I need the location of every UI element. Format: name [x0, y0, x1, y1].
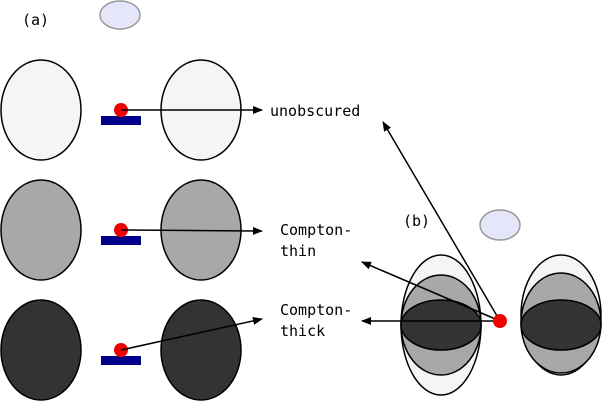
row-compton-thick: Compton- thick: [0, 299, 352, 401]
torus-left-compton-thin: [0, 179, 82, 281]
torus-left-compton-thick: [0, 299, 82, 401]
label-compton-thick-line1: Compton-: [280, 301, 352, 319]
layered-torus-left: [400, 254, 482, 396]
row-compton-thin: Compton- thin: [0, 179, 352, 281]
ray-arrow-compton-thin: [120, 226, 263, 235]
torus-layer-inner-right: [520, 299, 602, 351]
row-unobscured: unobscured: [0, 59, 360, 161]
label-compton-thin-line2: thin: [280, 242, 316, 260]
torus-right-compton-thick: [160, 299, 242, 401]
accretion-disk: [101, 236, 141, 245]
layered-torus-right: [520, 254, 602, 376]
label-unobscured: unobscured: [270, 102, 360, 120]
accretion-disk: [101, 356, 141, 365]
accretion-disk: [101, 116, 141, 125]
panel-a-label: (a): [22, 11, 49, 29]
label-compton-thin-line1: Compton-: [280, 221, 352, 239]
panel-b-label: (b): [403, 212, 430, 230]
label-compton-thick-line2: thick: [280, 322, 325, 340]
central-source-b: [493, 314, 507, 328]
panel-b-cloud: [479, 209, 521, 241]
ray-arrow-compton-thick: [120, 317, 263, 351]
torus-layer-inner-left: [400, 299, 482, 351]
ray-arrow-b-compton-thin: [361, 261, 501, 322]
torus-left-unobscured: [0, 59, 82, 161]
panel-a-cloud: [99, 0, 141, 30]
ray-arrow-b-unobscured: [382, 121, 501, 322]
